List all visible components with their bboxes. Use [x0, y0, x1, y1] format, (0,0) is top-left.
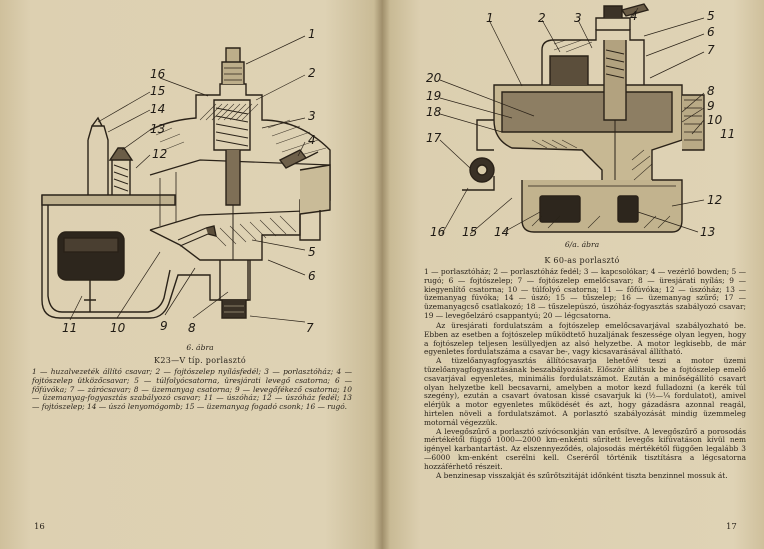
- fig6a-label-9: 9: [707, 99, 715, 113]
- fig6-label-3: 3: [308, 109, 316, 123]
- fig6a-label-14: 14: [494, 225, 509, 239]
- fig6-label-14: 14: [150, 102, 165, 116]
- fig6a-label-3: 3: [574, 11, 582, 25]
- fig6a-label-13: 13: [700, 225, 715, 239]
- fig6a-label-20: 20: [426, 71, 442, 85]
- fig6a-label-19: 19: [426, 89, 441, 103]
- paragraph: Az üresjárati fordulatszám a fojtószelep…: [424, 321, 746, 357]
- page-number: 16: [34, 522, 45, 532]
- fig6-label-10: 10: [110, 321, 126, 335]
- fig6-label-5: 5: [308, 245, 316, 259]
- fig6a-label-1: 1: [486, 11, 494, 25]
- fig6a-label-17: 17: [426, 131, 442, 145]
- fig6-label-8: 8: [188, 321, 196, 335]
- book-gutter: [374, 0, 390, 549]
- fig6a-label-2: 2: [538, 11, 546, 25]
- page-number: 17: [726, 522, 737, 532]
- carburetor-diagram-k60: 1 2 3 4 5 6 7 8 9 10 12 13 14 15 16 17 1…: [426, 3, 735, 239]
- figure-title: K 60-as porlasztó: [544, 256, 620, 265]
- fig6-label-15: 15: [150, 84, 165, 98]
- fig6-label-4: 4: [308, 133, 316, 147]
- figure-legend: 1 — porlasztóház; 2 — porlasztóház fedél…: [424, 267, 746, 320]
- carburetor-diagram-k23: 1 2 3 4 5 6 7 8 9 10 11 12 13 14 15 16: [41, 27, 331, 335]
- fig6a-label-16: 16: [430, 225, 446, 239]
- paragraph: A tüzelőanyagfogyasztás állítócsavarja l…: [424, 356, 746, 427]
- fig6-label-16: 16: [150, 67, 166, 81]
- fig6a-label-12: 12: [707, 193, 722, 207]
- fig6a-label-10: 10: [707, 113, 723, 127]
- right-page: 1 2 3 4 5 6 7 8 9 10 12 13 14 15 16 17 1…: [382, 0, 764, 549]
- fig6-label-12: 12: [152, 147, 167, 161]
- fig6a-label-5: 5: [707, 9, 715, 23]
- figure-legend: 1 — huzalvezeték állító csavar; 2 — fojt…: [32, 367, 352, 412]
- fig6a-label-18: 18: [426, 105, 442, 119]
- figure-caption: 6. ábra: [186, 343, 214, 352]
- fig6-label-11: 11: [62, 321, 77, 335]
- fig6a-label-4: 4: [630, 9, 638, 23]
- figure-title: K23—V típ. porlasztó: [154, 356, 246, 365]
- fig6a-label-6: 6: [707, 25, 715, 39]
- body-text: Az üresjárati fordulatszám a fojtószelep…: [424, 321, 746, 480]
- fig6-label-13: 13: [150, 122, 165, 136]
- paragraph: A benzinesap visszakját és szűrőtszitájá…: [436, 470, 728, 480]
- fig6a-label-8: 8: [707, 84, 715, 98]
- fig6a-label-11: 11: [720, 127, 735, 141]
- fig6-label-6: 6: [308, 269, 316, 283]
- fig6a-label-7: 7: [707, 43, 715, 57]
- figure-caption: 6/a. ábra: [564, 240, 600, 249]
- fig6-label-7: 7: [306, 321, 314, 335]
- fig6-label-2: 2: [308, 66, 316, 80]
- fig6a-label-15: 15: [462, 225, 477, 239]
- fig6-label-9: 9: [160, 319, 168, 333]
- fig6-label-1: 1: [308, 27, 316, 41]
- left-page: 1 2 3 4 5 6 7 8 9 10 11 12 13 14 15 16 6…: [0, 0, 382, 549]
- paragraph: A levegőszűrő a porlasztó szívócsonkján …: [424, 426, 746, 471]
